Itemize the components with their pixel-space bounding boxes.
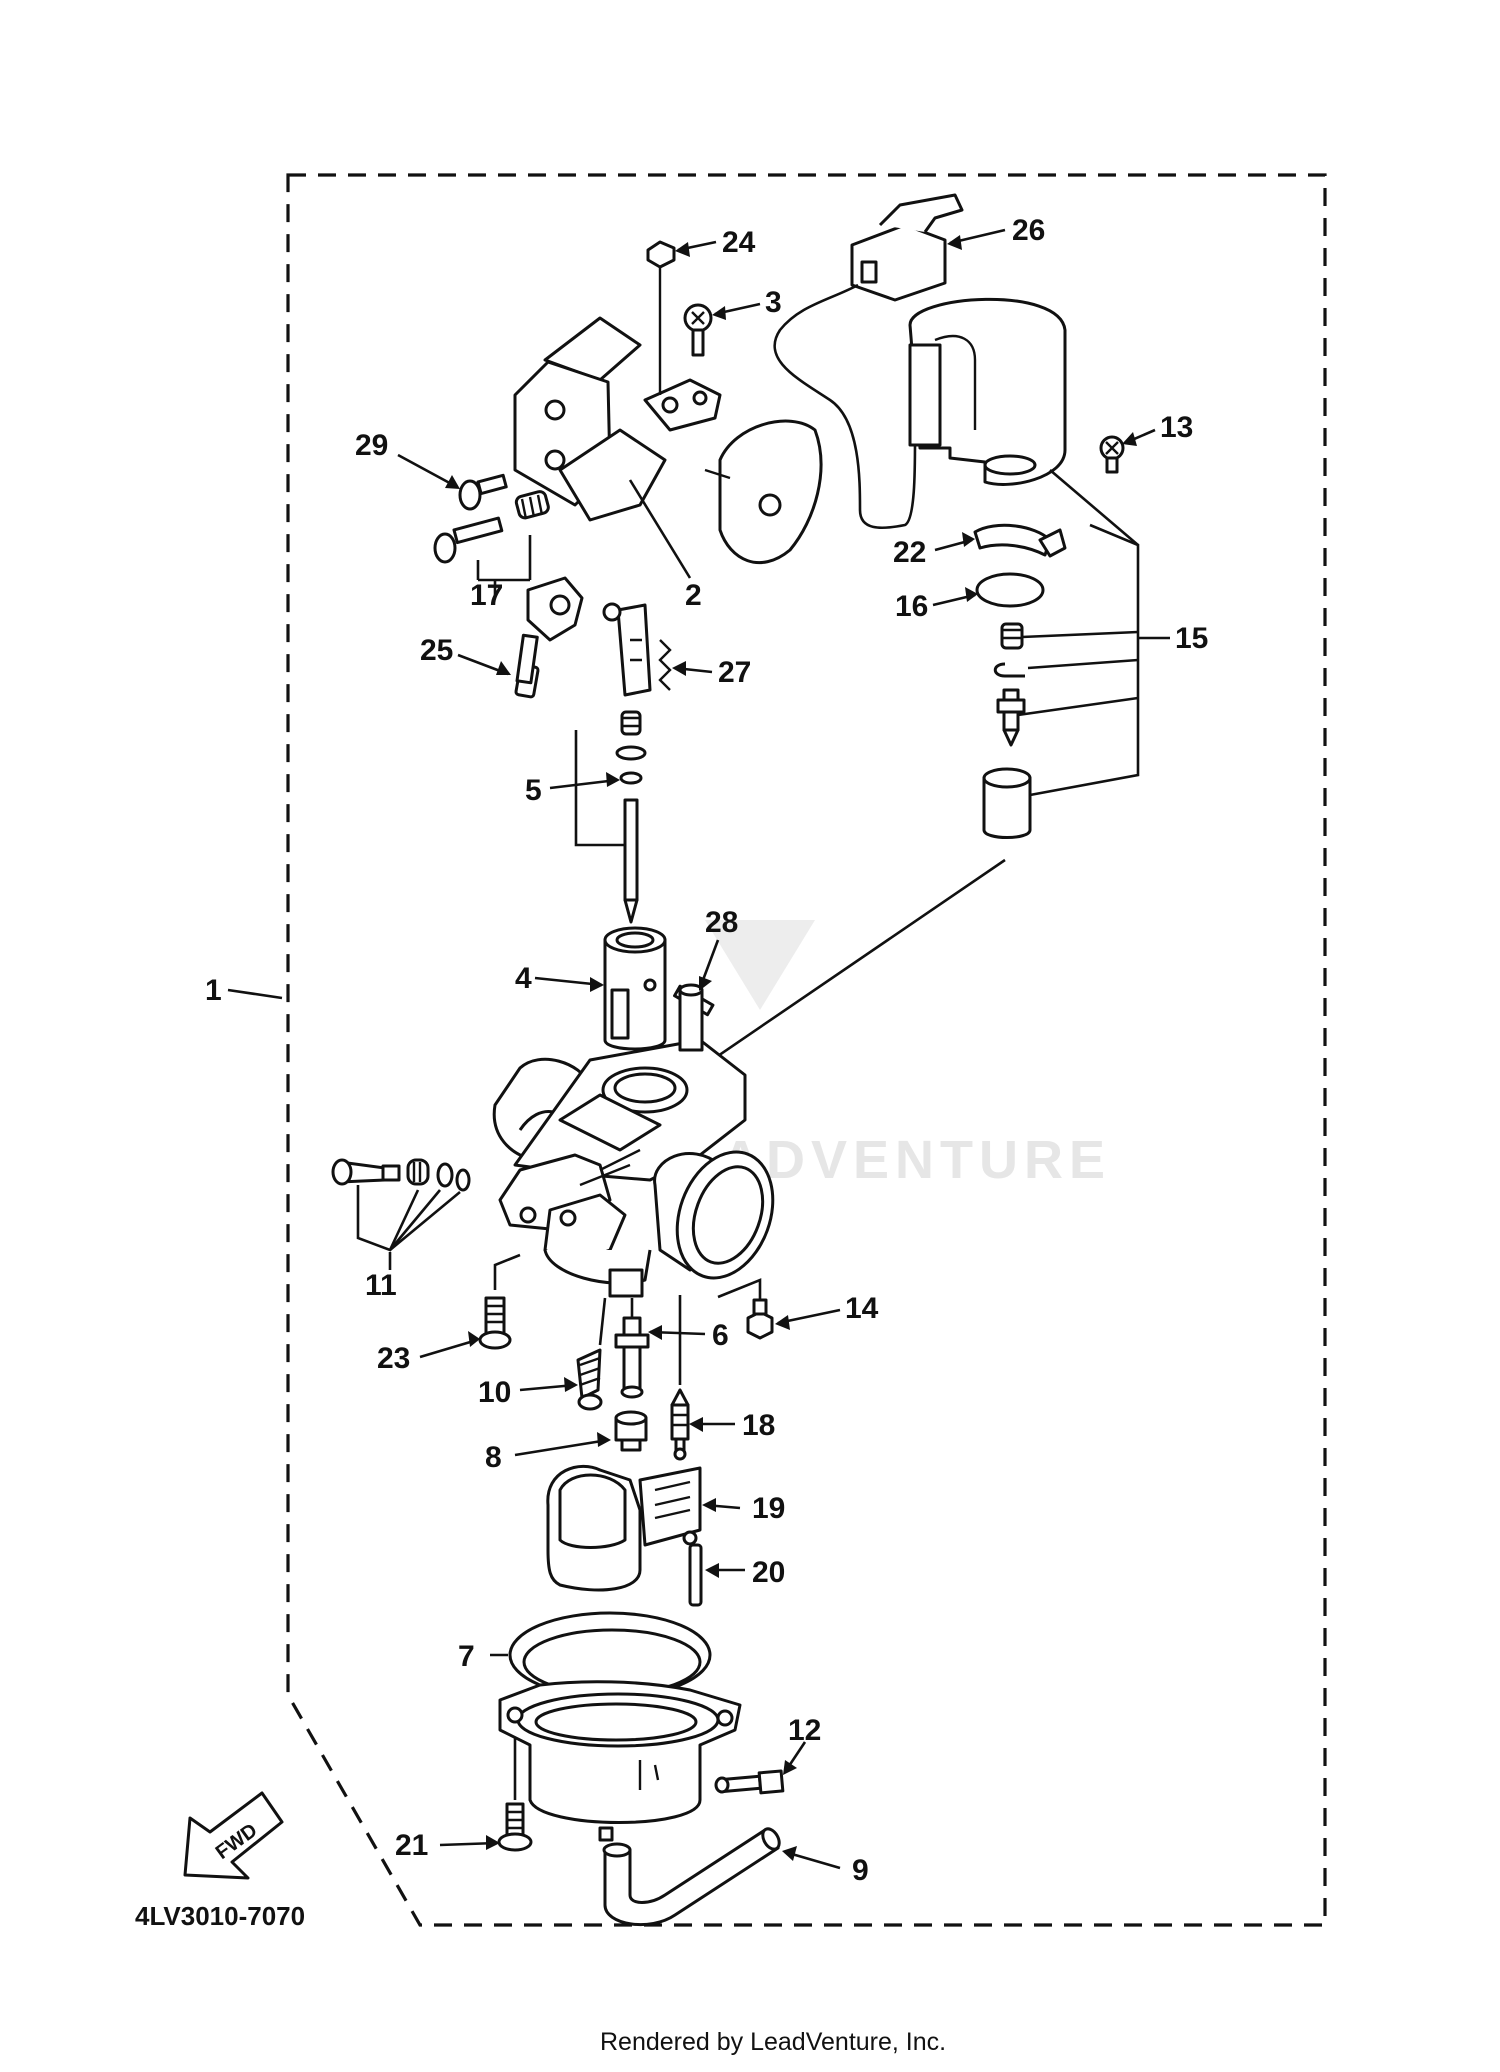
screw-25	[514, 633, 540, 699]
main-jet-8	[614, 1410, 648, 1452]
callout-9: 9	[852, 1854, 869, 1887]
main-nozzle-6	[614, 1316, 650, 1399]
drain-screw-12	[714, 1769, 785, 1795]
lever-assembly	[513, 316, 823, 565]
gasket-7	[508, 1611, 712, 1699]
footer-credit: Rendered by LeadVenture, Inc.	[600, 2028, 946, 2056]
float-bowl	[498, 1680, 742, 1842]
fwd-arrow-icon: FWD	[183, 1791, 284, 1880]
callout-11: 11	[365, 1269, 397, 1302]
callout-15: 15	[1175, 622, 1208, 655]
spring-27	[658, 639, 672, 691]
o-ring-16	[975, 572, 1045, 608]
callout-29: 29	[355, 429, 388, 462]
cam-lever	[526, 576, 584, 642]
wire-harness	[773, 283, 917, 530]
callout-7: 7	[458, 1640, 475, 1673]
solenoid	[908, 297, 1067, 486]
callout-25: 25	[420, 634, 453, 667]
callout-24: 24	[722, 226, 756, 259]
screw-13	[1099, 435, 1125, 474]
screw-23	[478, 1296, 512, 1350]
screw-21	[497, 1802, 533, 1852]
float-needle-18	[670, 1388, 690, 1461]
callout-13: 13	[1160, 411, 1193, 444]
callout-2: 2	[685, 579, 702, 612]
callout-22: 22	[893, 536, 926, 569]
callout-19: 19	[752, 1492, 785, 1525]
callout-6: 6	[712, 1319, 729, 1352]
callout-8: 8	[485, 1441, 502, 1474]
assembly-frame	[286, 173, 1327, 1927]
leader-plunger-body	[688, 858, 1006, 1095]
callout-1: 1	[205, 974, 222, 1007]
callout-leaders	[227, 228, 1170, 1870]
callout-5: 5	[525, 774, 542, 807]
link-lever	[602, 602, 652, 697]
callout-28: 28	[705, 906, 738, 939]
callout-3: 3	[765, 286, 782, 319]
leader-14	[717, 1278, 762, 1300]
callout-26: 26	[1012, 214, 1045, 247]
callout-12: 12	[788, 1714, 821, 1747]
leader-10	[598, 1297, 607, 1346]
callout-4: 4	[515, 962, 532, 995]
connector-26	[850, 193, 964, 302]
screw-17	[433, 490, 550, 582]
nut-14	[746, 1298, 774, 1340]
plunger-set-15	[982, 469, 1140, 839]
screw-29	[458, 473, 508, 511]
clamp-22	[973, 523, 1067, 558]
nut-24	[646, 240, 676, 395]
callout-17: 17	[470, 579, 503, 612]
screw-3	[683, 303, 713, 357]
callout-23: 23	[377, 1342, 410, 1375]
pin-20	[688, 1543, 703, 1607]
callout-10: 10	[478, 1376, 511, 1409]
pilot-screw-11	[331, 1158, 471, 1252]
callout-18: 18	[742, 1409, 775, 1442]
leader-23	[493, 1253, 521, 1290]
callout-20: 20	[752, 1556, 785, 1589]
callout-14: 14	[845, 1292, 879, 1325]
callout-21: 21	[395, 1829, 428, 1862]
drain-hose-9	[602, 1827, 781, 1927]
float-19	[546, 1464, 702, 1592]
diagram-code: 4LV3010-7070	[135, 1901, 305, 1931]
callout-27: 27	[718, 656, 751, 689]
jet-needle-5	[574, 710, 647, 924]
callout-16: 16	[895, 590, 928, 623]
throttle-stop-screw-10	[576, 1348, 603, 1411]
carburetor-body	[492, 983, 775, 1298]
callout-numbers: 1 2 3 4 5 6 7 8 9 10 11 12 13 14 15 16 1…	[205, 214, 1208, 1887]
